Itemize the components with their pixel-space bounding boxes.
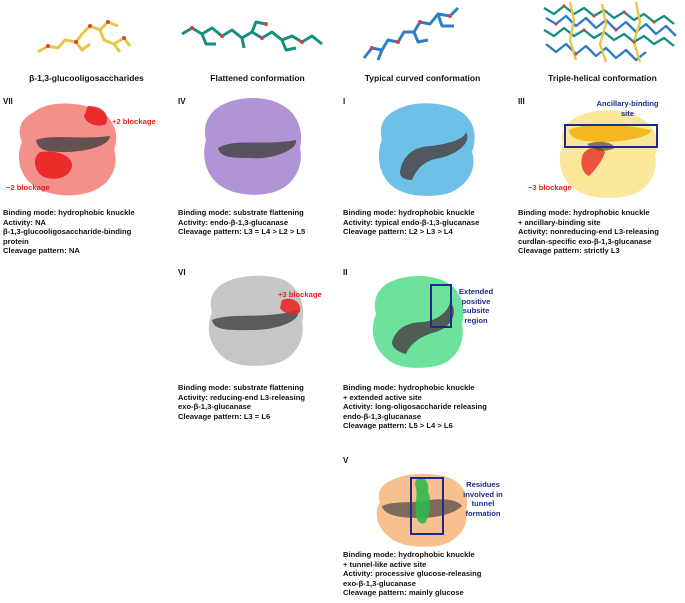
ancillary-binding-box bbox=[564, 124, 658, 148]
caption-line: Cleavage pattern: strictly L3 bbox=[518, 246, 620, 256]
extended-subsite-box bbox=[430, 284, 452, 328]
caption-line: Activity: nonreducing-end L3-releasing bbox=[518, 227, 659, 237]
caption-line: Binding mode: hydrophobic knuckle bbox=[343, 383, 475, 392]
protein-surface-ii bbox=[372, 276, 464, 368]
caption-vi: Binding mode: substrate flattening Activ… bbox=[178, 383, 305, 421]
panel-label-vi: VI bbox=[178, 268, 186, 277]
annotation-line: Extended bbox=[458, 287, 494, 296]
protein-surface-iv bbox=[204, 98, 302, 195]
caption-line: Cleavage pattern: L5 > L4 > L6 bbox=[343, 421, 453, 431]
annotation-line: involved in bbox=[463, 489, 503, 499]
caption-i: Binding mode: hydrophobic knuckle Activi… bbox=[343, 208, 479, 237]
panel-label-vii: VII bbox=[3, 97, 13, 106]
annotation-line: site bbox=[620, 108, 635, 118]
panel-label-i: I bbox=[343, 97, 346, 106]
annotation-line: Ancillary-binding bbox=[596, 99, 659, 108]
caption-line: curdlan-specific exo-β-1,3-glucanase bbox=[518, 236, 652, 246]
annotation-line: tunnel bbox=[471, 499, 495, 508]
caption-line: Binding mode: hydrophobic knuckle bbox=[518, 208, 650, 217]
annotation-line: Residues bbox=[466, 480, 500, 489]
curved-chain-molecule-icon bbox=[362, 6, 460, 61]
caption-vii: Binding mode: hydrophobic knuckle Activi… bbox=[3, 208, 135, 256]
annotation-extended-positive-subsite: Extended positive subsite region bbox=[451, 287, 501, 325]
annotation-tunnel-residues: Residues involved in tunnel formation bbox=[458, 480, 508, 518]
header-typical-curved-conformation: Typical curved conformation bbox=[364, 73, 481, 83]
caption-line: Activity: processive glucose-releasing bbox=[343, 569, 482, 579]
caption-line: endo-β-1,3-glucanase bbox=[343, 411, 422, 421]
panel-label-iv: IV bbox=[178, 97, 186, 106]
tunnel-residues-box bbox=[410, 477, 444, 535]
caption-line: Activity: endo-β-1,3-glucanase bbox=[178, 217, 289, 227]
flattened-chain-molecule-icon bbox=[181, 20, 323, 52]
header-flattened-conformation: Flattened conformation bbox=[210, 73, 305, 83]
header-triple-helical-conformation: Triple-helical conformation bbox=[548, 73, 657, 83]
caption-line: + ancillary-binding site bbox=[518, 217, 601, 227]
annotation-line: positive bbox=[461, 296, 491, 306]
protein-surface-i bbox=[378, 103, 475, 196]
protein-surface-iii bbox=[559, 110, 658, 198]
caption-line: Cleavage pattern: L3 = L6 bbox=[178, 411, 271, 421]
protein-surface-vii bbox=[18, 103, 117, 196]
caption-line: Activity: NA bbox=[3, 217, 47, 227]
annotation-line: region bbox=[464, 315, 488, 325]
caption-iii: Binding mode: hydrophobic knuckle + anci… bbox=[518, 208, 659, 256]
caption-line: Cleavage pattern: mainly glucose bbox=[343, 588, 464, 598]
caption-line: Binding mode: hydrophobic knuckle bbox=[343, 208, 475, 217]
caption-line: Activity: typical endo-β-1,3-glucanase bbox=[343, 217, 480, 227]
annotation-plus2-blockage: +2 blockage bbox=[112, 117, 156, 126]
caption-line: β-1,3-glucooligosaccharide-binding bbox=[3, 227, 132, 237]
annotation-line: formation bbox=[465, 508, 501, 518]
caption-line: Binding mode: hydrophobic knuckle bbox=[3, 208, 135, 217]
annotation-ancillary-binding-site: Ancillary-binding site bbox=[580, 99, 675, 118]
caption-line: Cleavage pattern: NA bbox=[3, 246, 80, 256]
caption-line: Binding mode: hydrophobic knuckle bbox=[343, 550, 475, 559]
caption-iv: Binding mode: substrate flattening Activ… bbox=[178, 208, 305, 237]
caption-line: exo-β-1,3-glucanase bbox=[178, 402, 252, 412]
caption-v: Binding mode: hydrophobic knuckle + tunn… bbox=[343, 550, 481, 598]
panel-label-v: V bbox=[343, 456, 349, 465]
caption-line: + tunnel-like active site bbox=[343, 559, 427, 569]
triple-helix-molecule-icon bbox=[543, 1, 677, 63]
panel-label-iii: III bbox=[518, 97, 525, 106]
caption-line: Cleavage pattern: L3 = L4 > L2 > L5 bbox=[178, 227, 306, 237]
caption-line: Activity: long-oligosaccharide releasing bbox=[343, 402, 487, 412]
protein-surface-vi bbox=[208, 275, 304, 366]
annotation-line: subsite bbox=[462, 306, 490, 315]
annotation-plus3-blockage: +3 blockage bbox=[278, 290, 322, 299]
glucooligosaccharide-molecule-icon bbox=[37, 20, 132, 54]
annotation-minus3-blockage: −3 blockage bbox=[528, 183, 572, 192]
caption-ii: Binding mode: hydrophobic knuckle + exte… bbox=[343, 383, 487, 431]
caption-line: exo-β-1,3-glucanase bbox=[343, 578, 417, 588]
caption-line: protein bbox=[3, 236, 29, 246]
caption-line: Binding mode: substrate flattening bbox=[178, 208, 304, 217]
header-glucooligosaccharides: β-1,3-glucooligosaccharides bbox=[29, 73, 144, 83]
caption-line: Binding mode: substrate flattening bbox=[178, 383, 304, 392]
caption-line: + extended active site bbox=[343, 392, 422, 402]
caption-line: Activity: reducing-end L3-releasing bbox=[178, 392, 306, 402]
panel-label-ii: II bbox=[343, 268, 348, 277]
annotation-minus2-blockage: −2 blockage bbox=[6, 183, 50, 192]
caption-line: Cleavage pattern: L2 > L3 > L4 bbox=[343, 227, 453, 237]
